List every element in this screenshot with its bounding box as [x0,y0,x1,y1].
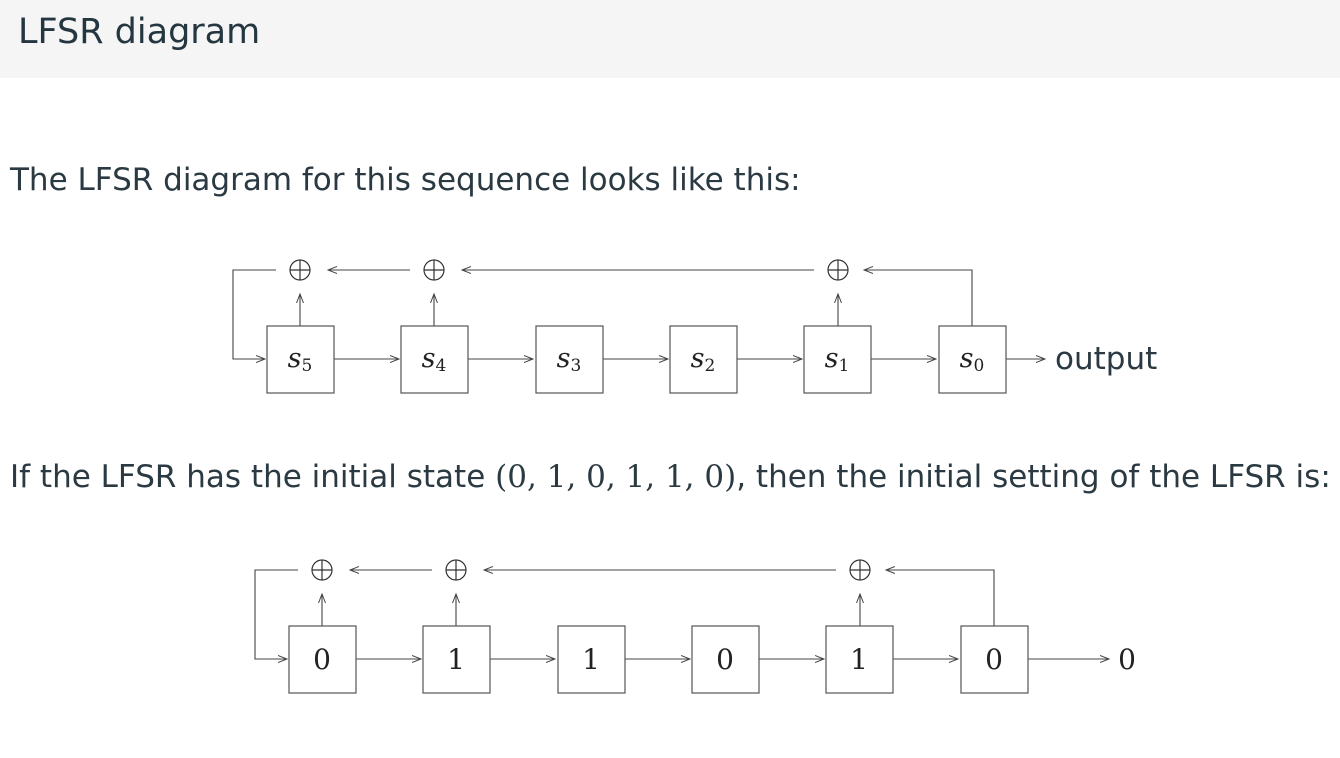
output-label: output [1055,341,1157,377]
cell-value: 0 [985,643,1003,676]
xor-icon [445,559,467,581]
register-cell-s5 [266,325,335,394]
xor-icon [423,259,445,281]
initial-state-tuple: (0, 1, 0, 1, 1, 0) [495,459,737,495]
cell-label-s4: s4 [422,343,447,376]
xor-icon [849,559,871,581]
feedback-wire-s0-xor3 [864,270,973,326]
xor-icon [311,559,333,581]
register-cell-s2 [669,325,738,394]
xor-icon [289,259,311,281]
register-cell [691,625,760,694]
register-cell [825,625,894,694]
intro-text: The LFSR diagram for this sequence looks… [10,162,801,198]
register-cell-s1 [803,325,872,394]
feedback-return-wire [254,569,298,659]
register-cell [960,625,1029,694]
initial-state-before: If the LFSR has the initial state [10,459,496,495]
cell-label-s5: s5 [288,343,313,376]
cell-value: 0 [313,643,331,676]
cell-label-s0: s0 [960,343,985,376]
page-header: LFSR diagram [0,0,1340,78]
cell-label-s1: s1 [825,343,850,376]
lfsr-diagram-initial: 0 1 1 0 1 0 0 [254,559,1136,694]
xor-icon [827,259,849,281]
lfsr-diagram-symbolic: s5 s4 s3 s2 s1 s0 output [232,259,1157,394]
cell-label-s3: s3 [557,343,582,376]
page-title: LFSR diagram [18,12,261,52]
initial-state-text: If the LFSR has the initial state (0, 1,… [10,457,1331,497]
register-cell-s0 [938,325,1007,394]
cell-value: 1 [850,643,868,676]
register-cell [557,625,626,694]
feedback-return-wire [232,269,276,359]
cell-value: 0 [716,643,734,676]
output-value: 0 [1118,643,1136,676]
feedback-wire-s0-xor3 [886,570,995,626]
cell-label-s2: s2 [691,343,716,376]
initial-state-after: , then the initial setting of the LFSR i… [736,459,1331,495]
register-cell [422,625,491,694]
register-cell [288,625,357,694]
cell-value: 1 [447,643,465,676]
register-cell-s3 [535,325,604,394]
cell-value: 1 [582,643,600,676]
register-cell-s4 [400,325,469,394]
